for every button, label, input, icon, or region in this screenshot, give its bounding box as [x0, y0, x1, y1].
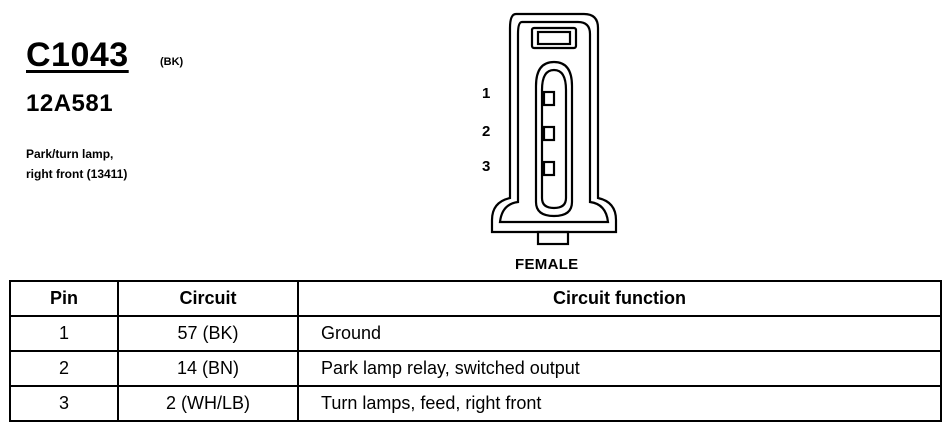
pin-terminal-3 — [542, 160, 556, 177]
table-row: 3 2 (WH/LB) Turn lamps, feed, right fron… — [9, 385, 942, 422]
pin-label-2: 2 — [482, 123, 491, 140]
cell-pin: 3 — [9, 385, 119, 422]
header-circuit-function: Circuit function — [297, 280, 942, 317]
pin-label-1: 1 — [482, 85, 491, 102]
cell-function: Ground — [297, 315, 942, 352]
header-circuit: Circuit — [117, 280, 299, 317]
connector-housing-outline — [490, 12, 618, 234]
connector-face-diagram — [490, 12, 618, 246]
connector-latch — [530, 26, 578, 50]
cell-circuit: 14 (BN) — [117, 350, 299, 387]
table-row: 2 14 (BN) Park lamp relay, switched outp… — [9, 350, 942, 387]
connector-id: C1043 — [26, 36, 129, 74]
cell-function: Park lamp relay, switched output — [297, 350, 942, 387]
cell-circuit: 2 (WH/LB) — [117, 385, 299, 422]
table-header-row: Pin Circuit Circuit function — [9, 280, 942, 317]
connector-inner-outline — [498, 20, 610, 224]
part-number: 12A581 — [26, 90, 114, 117]
connector-description-line-1: Park/turn lamp, — [26, 147, 114, 161]
header-pin: Pin — [9, 280, 119, 317]
pinout-table: Pin Circuit Circuit function 1 57 (BK) G… — [9, 280, 942, 422]
cell-pin: 1 — [9, 315, 119, 352]
table-row: 1 57 (BK) Ground — [9, 315, 942, 352]
pin-terminal-2 — [542, 125, 556, 142]
cell-circuit: 57 (BK) — [117, 315, 299, 352]
pin-cavity-outline — [534, 60, 574, 218]
connector-bottom-tab — [536, 230, 570, 246]
connector-color-code: (BK) — [160, 56, 184, 68]
pin-terminal-1 — [542, 90, 556, 107]
connector-gender-label: FEMALE — [515, 256, 579, 273]
cell-pin: 2 — [9, 350, 119, 387]
pin-label-3: 3 — [482, 158, 491, 175]
cell-function: Turn lamps, feed, right front — [297, 385, 942, 422]
connector-description-line-2: right front (13411) — [26, 167, 128, 181]
